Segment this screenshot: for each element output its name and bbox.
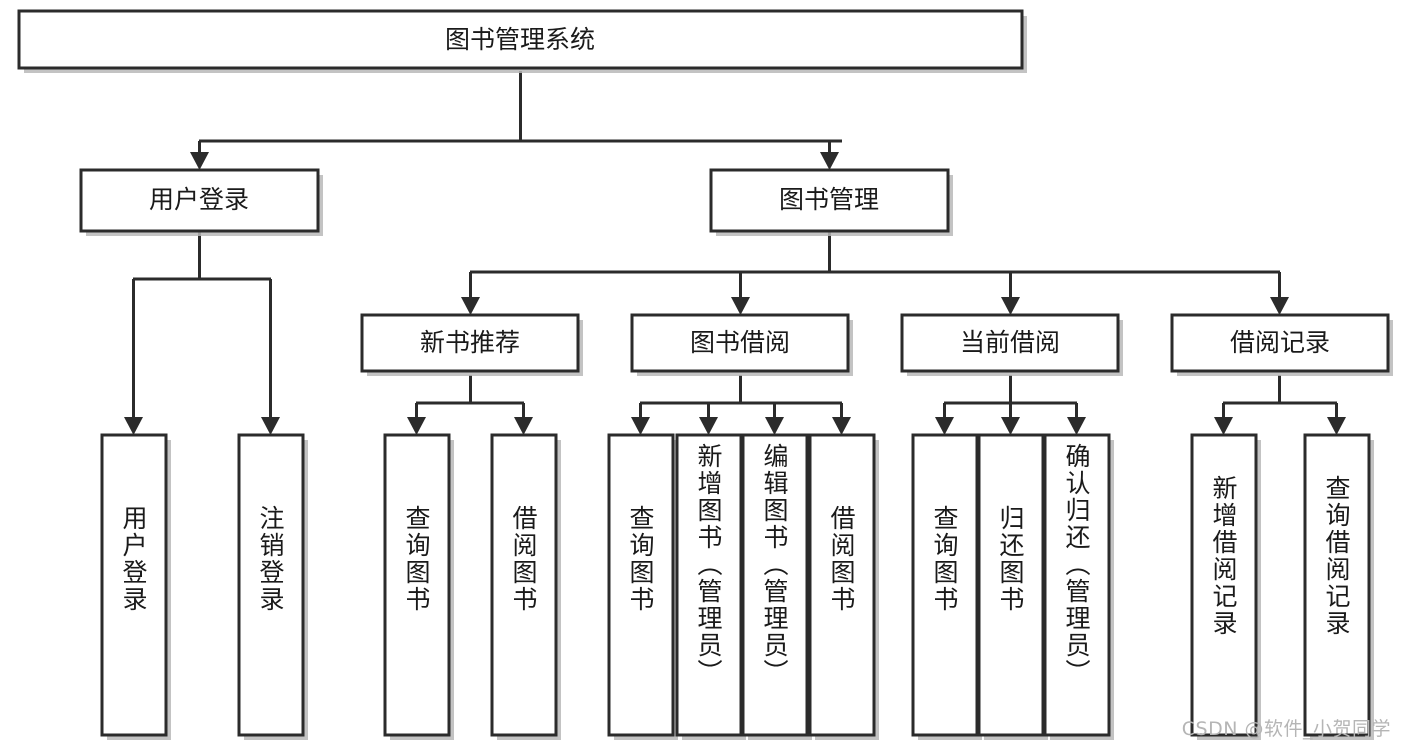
leaf-current-borrow-2[interactable]: [977, 433, 1048, 740]
leaf-user-login-1[interactable]: [100, 433, 171, 740]
arrowhead-current-borrow: [1001, 297, 1020, 315]
node-book-management-label: 图书管理: [779, 185, 879, 214]
arrowhead-borrow-record: [1270, 297, 1289, 315]
arrowhead-cb-leaf-2: [1001, 417, 1020, 435]
leaf-new-book-1[interactable]: [383, 433, 454, 740]
node-user-login[interactable]: 用户登录: [79, 168, 323, 236]
arrowhead-br-leaf-2: [1327, 417, 1346, 435]
node-borrow-record-label: 借阅记录: [1230, 328, 1330, 357]
node-book-management[interactable]: 图书管理: [709, 168, 953, 236]
arrowhead-bb-leaf-4: [832, 417, 851, 435]
leaf-borrow-record-1[interactable]: [1190, 433, 1261, 740]
node-borrow-record[interactable]: 借阅记录: [1170, 313, 1393, 376]
node-root-book-management-system[interactable]: 图书管理系统: [17, 9, 1027, 73]
node-layer: 图书管理系统 用户登录 图书管理 新书推荐: [17, 9, 1393, 740]
arrowhead-user-login: [190, 152, 209, 170]
arrowhead-new-book: [461, 297, 480, 315]
leaf-new-book-2[interactable]: [490, 433, 561, 740]
node-book-borrow-label: 图书借阅: [690, 328, 790, 357]
node-current-borrow[interactable]: 当前借阅: [900, 313, 1123, 376]
leaf-borrow-record-2[interactable]: [1303, 433, 1374, 740]
arrowhead-nb-leaf-2: [514, 417, 533, 435]
node-book-borrow[interactable]: 图书借阅: [630, 313, 853, 376]
leaf-current-borrow-1[interactable]: [911, 433, 982, 740]
node-new-book-recommend[interactable]: 新书推荐: [360, 313, 583, 376]
leaf-book-borrow-2[interactable]: [675, 433, 746, 740]
arrowhead-cb-leaf-1: [935, 417, 954, 435]
arrowhead-bb-leaf-1: [631, 417, 650, 435]
leaf-book-borrow-3[interactable]: [741, 433, 812, 740]
arrowhead-ul-leaf-2: [261, 417, 280, 435]
node-current-borrow-label: 当前借阅: [960, 328, 1060, 357]
arrowhead-book-mgmt: [820, 152, 839, 170]
leaf-current-borrow-3[interactable]: [1043, 433, 1114, 740]
arrowhead-bb-leaf-2: [699, 417, 718, 435]
leaf-user-login-2[interactable]: [237, 433, 308, 740]
leaf-book-borrow-4[interactable]: [808, 433, 879, 740]
arrowhead-book-borrow: [731, 297, 750, 315]
connector-layer: [124, 71, 1346, 435]
leaf-book-borrow-1[interactable]: [607, 433, 678, 740]
node-root-label: 图书管理系统: [445, 25, 595, 54]
node-new-book-recommend-label: 新书推荐: [420, 328, 520, 357]
arrowhead-ul-leaf-1: [124, 417, 143, 435]
arrowhead-bb-leaf-3: [765, 417, 784, 435]
arrowhead-nb-leaf-1: [407, 417, 426, 435]
node-user-login-label: 用户登录: [149, 185, 249, 214]
arrowhead-br-leaf-1: [1214, 417, 1233, 435]
arrowhead-cb-leaf-3: [1067, 417, 1086, 435]
csdn-watermark: CSDN @软件_小贺同学: [1181, 718, 1391, 740]
